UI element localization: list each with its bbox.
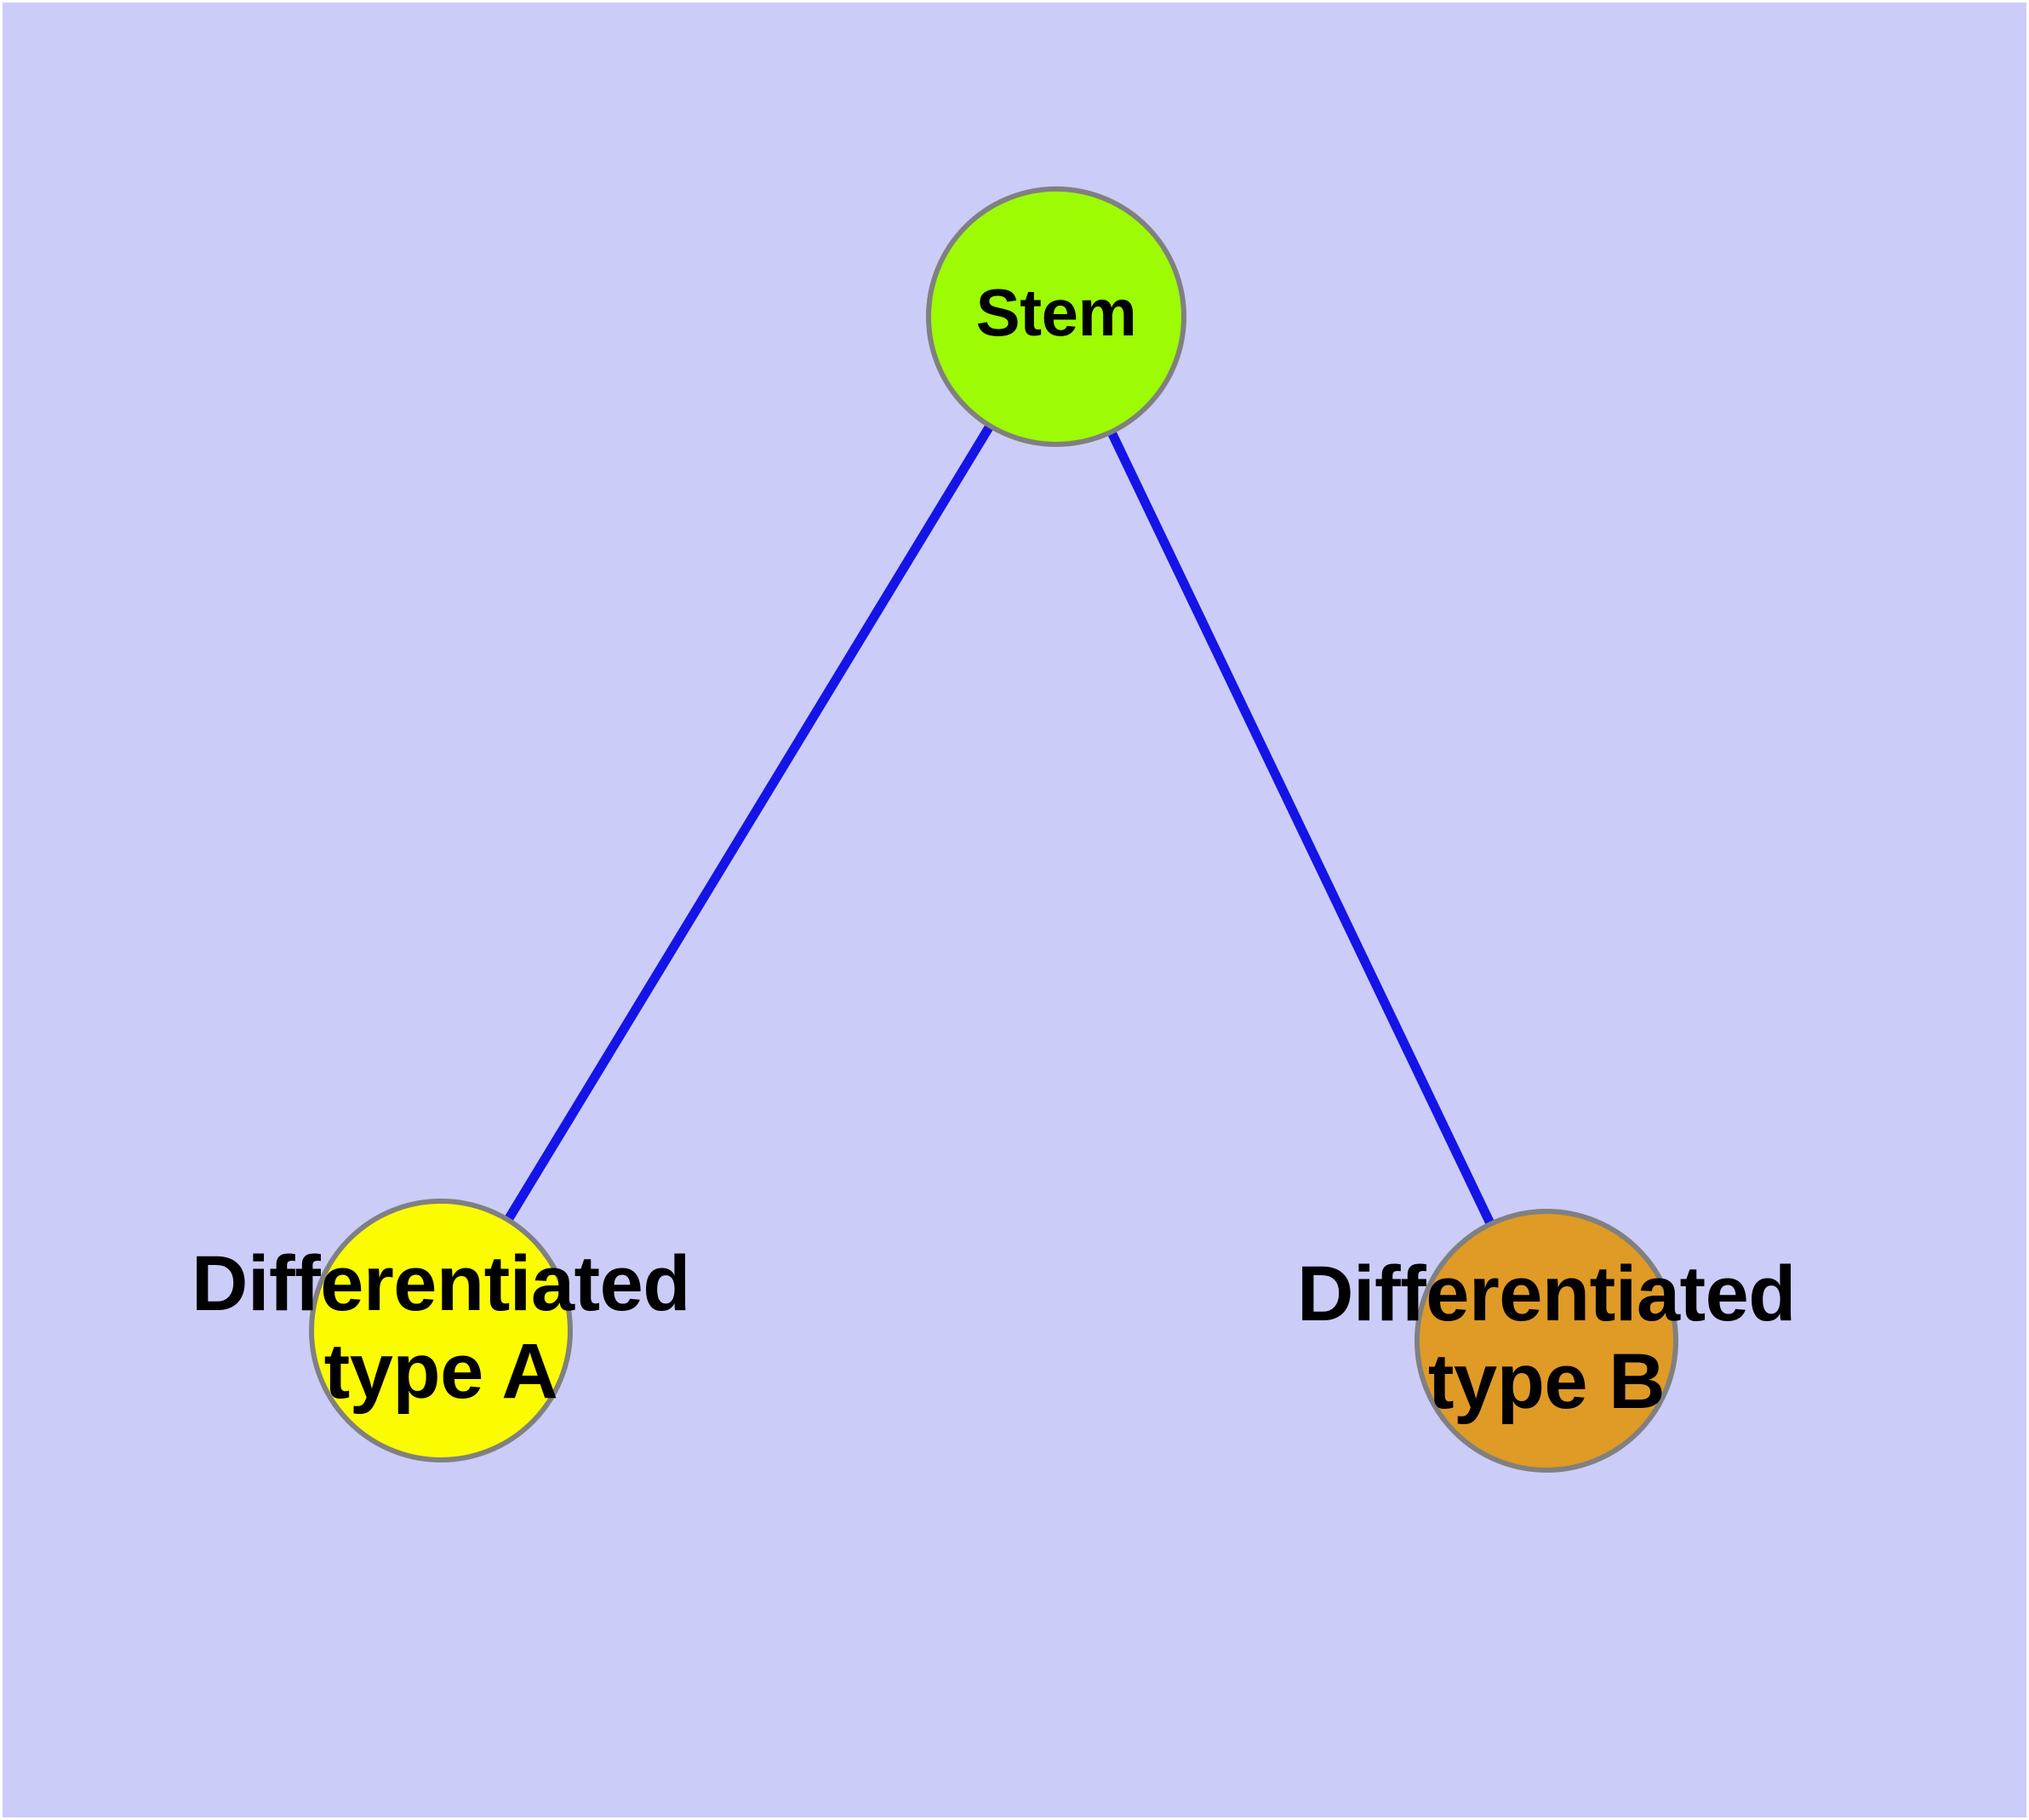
edge-stem-to-differentiated-type-b[interactable]: [1052, 314, 1551, 1343]
node-differentiated-type-b[interactable]: [1415, 1209, 1678, 1473]
edge-layer: [437, 314, 1551, 1343]
node-differentiated-type-a[interactable]: [309, 1199, 573, 1462]
node-layer: [309, 186, 1678, 1473]
node-stem[interactable]: [926, 186, 1186, 447]
edge-stem-to-differentiated-type-a[interactable]: [437, 314, 1060, 1333]
